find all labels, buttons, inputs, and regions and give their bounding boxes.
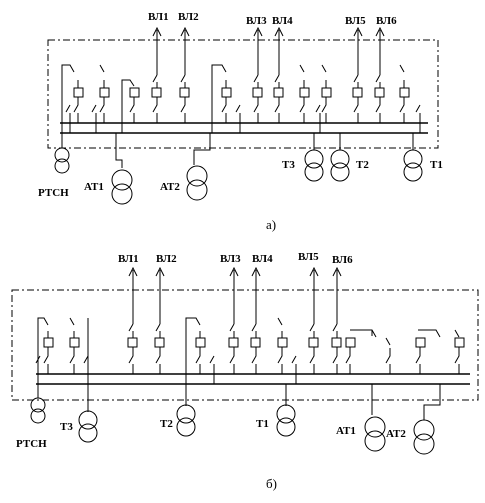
label-a-vl2: ВЛ2 — [178, 11, 199, 23]
label-a-at2: АТ2 — [160, 181, 180, 193]
transformer-b-t1 — [276, 384, 296, 437]
label-a-vl4: ВЛ4 — [272, 15, 293, 27]
feeder-b-vl5 — [308, 266, 319, 374]
transformer-b-t2 — [176, 384, 196, 437]
diagram-b: ВЛ1 ВЛ2 ВЛ3 ВЛ4 ВЛ5 ВЛ6 РТСН Т3 Т2 Т1 АТ… — [11, 251, 479, 491]
diagram-a: ВЛ1 ВЛ2 ВЛ3 ВЛ4 ВЛ5 ВЛ6 РТСН АТ1 АТ2 Т3 … — [38, 11, 443, 232]
label-a-vl5: ВЛ5 — [345, 15, 366, 27]
feeder-a-vl5 — [352, 26, 363, 123]
label-a-t3: Т3 — [282, 159, 295, 171]
label-b-t2: Т2 — [160, 418, 173, 430]
label-a-rtsn: РТСН — [38, 187, 69, 199]
transformer-b-t3 — [78, 384, 98, 443]
label-a-at1: АТ1 — [84, 181, 104, 193]
feeder-b-vl2 — [154, 266, 165, 374]
feeder-a-vl6 — [374, 26, 385, 123]
boundary-b — [11, 289, 479, 401]
transformer-b-at2 — [413, 384, 441, 455]
label-b-vl5: ВЛ5 — [298, 251, 319, 263]
aux-bays-b — [35, 317, 465, 384]
transformer-b-rtsn — [30, 384, 46, 424]
label-b-rtsn: РТСН — [16, 438, 47, 450]
transformer-a-at2 — [186, 133, 211, 201]
label-a-t2: Т2 — [356, 159, 369, 171]
transformer-a-t1 — [403, 133, 423, 182]
transformer-a-t3 — [304, 133, 324, 182]
label-b-at2: АТ2 — [386, 428, 406, 440]
label-b-vl2: ВЛ2 — [156, 253, 177, 265]
label-b-at1: АТ1 — [336, 425, 356, 437]
feeder-a-vl2 — [179, 26, 190, 123]
transformer-a-rtsn — [54, 133, 70, 174]
feeder-b-vl3 — [228, 266, 239, 374]
label-a-vl3: ВЛ3 — [246, 15, 267, 27]
caption-a: а) — [266, 217, 276, 232]
label-b-t1: Т1 — [256, 418, 269, 430]
label-a-vl1: ВЛ1 — [148, 11, 169, 23]
transformer-a-t2 — [330, 133, 350, 182]
label-a-vl6: ВЛ6 — [376, 15, 397, 27]
feeder-a-vl3 — [252, 26, 263, 123]
feeder-b-vl1 — [127, 266, 138, 374]
label-b-t3: Т3 — [60, 421, 73, 433]
boundary-a — [47, 39, 439, 149]
label-b-vl6: ВЛ6 — [332, 254, 353, 266]
feeder-b-vl6 — [331, 266, 342, 374]
label-a-t1: Т1 — [430, 159, 443, 171]
label-b-vl1: ВЛ1 — [118, 253, 139, 265]
caption-b: б) — [266, 476, 277, 491]
feeder-b-vl4 — [250, 266, 261, 374]
feeder-a-vl1 — [151, 26, 162, 123]
feeder-a-vl4 — [273, 26, 284, 123]
label-b-vl3: ВЛ3 — [220, 253, 241, 265]
label-b-vl4: ВЛ4 — [252, 253, 273, 265]
transformer-a-at1 — [111, 133, 133, 205]
aux-bays-a — [61, 64, 421, 133]
transformer-b-at1 — [364, 384, 386, 452]
